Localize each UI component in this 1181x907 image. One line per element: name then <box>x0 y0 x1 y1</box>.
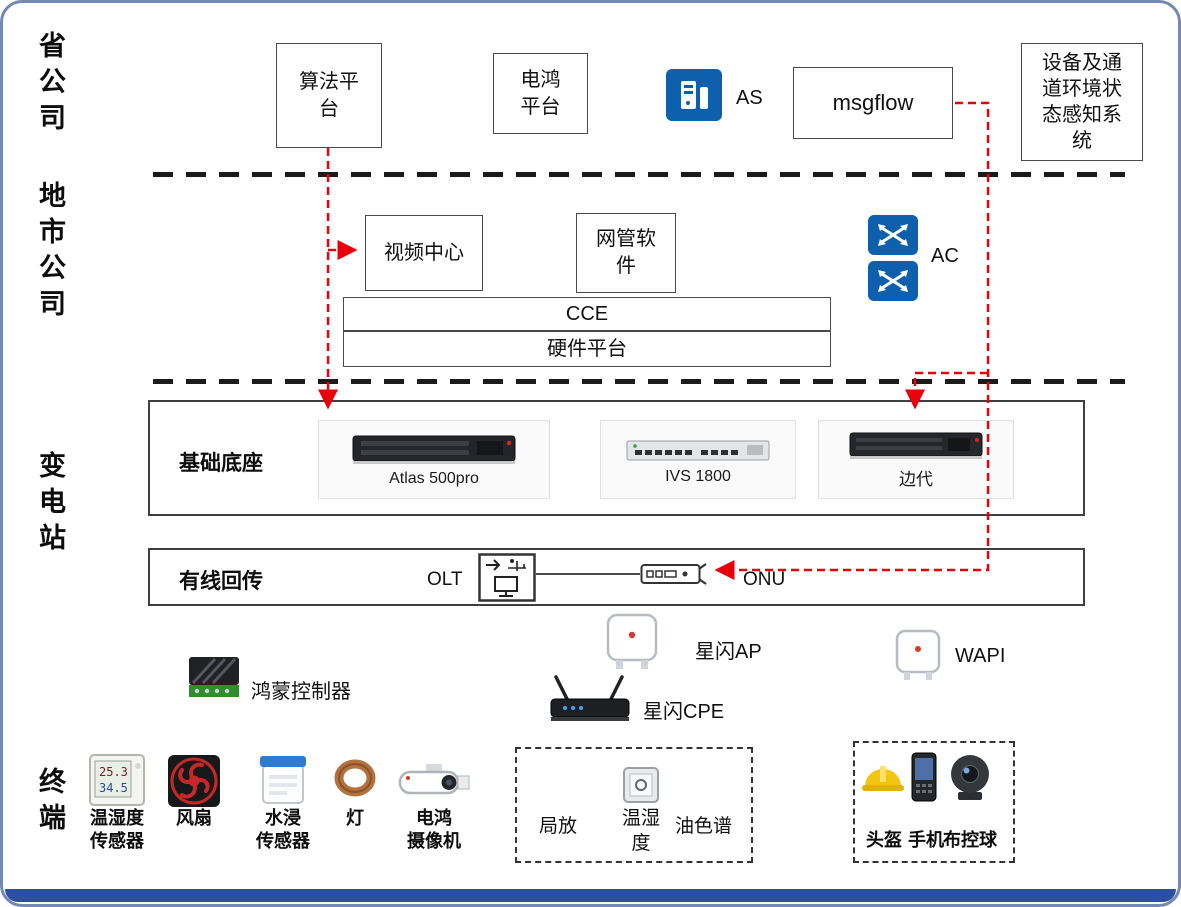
onu-label: ONU <box>743 569 786 590</box>
edge-panel: 边代 <box>818 420 1014 499</box>
bottom-accent-bar <box>5 889 1176 902</box>
edge-server-icon <box>849 432 983 459</box>
edge-caption: 边代 <box>899 470 933 489</box>
sensing-terminals-group <box>515 747 753 863</box>
separator-province-city <box>153 172 1125 177</box>
partial-discharge-label: 局放 <box>539 816 578 837</box>
hardware-platform-bar: 硬件平台 <box>343 331 831 367</box>
fan-label: 风扇 <box>176 808 212 828</box>
wapi-ap-icon <box>891 629 945 683</box>
harmony-controller-label: 鸿蒙控制器 <box>251 681 351 703</box>
humidity-readout: 34.5 <box>99 781 128 795</box>
phone-icon <box>909 751 939 803</box>
light-icon <box>333 757 377 799</box>
rail-label-substation: 变电站 <box>35 451 65 559</box>
msgflow-box: msgflow <box>793 67 953 139</box>
crossed-arrows-icon <box>878 270 908 292</box>
helmet-icon <box>859 759 907 797</box>
algorithm-platform-box: 算法平 台 <box>276 43 382 148</box>
temp-readout: 25.3 <box>99 765 128 779</box>
nms-software-box: 网管软 件 <box>576 213 676 293</box>
sensing-system-box: 设备及通 道环境状 态感知系 统 <box>1021 43 1143 161</box>
nearlink-cpe-label: 星闪CPE <box>643 701 725 723</box>
as-label: AS <box>736 87 763 109</box>
harmony-controller-icon <box>185 653 243 703</box>
ivs-panel: IVS 1800 <box>600 420 796 499</box>
dianhong-platform-box: 电鸿 平台 <box>493 53 588 134</box>
rail-label-city: 地市公司 <box>35 181 65 325</box>
ac-label: AC <box>931 245 959 267</box>
temp-humidity-sensor-icon: 25.3 34.5 <box>88 753 146 807</box>
wired-backhaul-title: 有线回传 <box>179 570 263 593</box>
temp-humidity-sensor-label: 温湿度 传感器 <box>90 808 144 852</box>
atlas-caption: Atlas 500pro <box>389 469 479 487</box>
oil-chromatography-label: 油色谱 <box>675 816 733 837</box>
helmet-label: 头盔 <box>866 830 902 850</box>
fan-icon <box>166 753 222 809</box>
temp-humidity-meter-icon <box>621 765 661 805</box>
cce-bar: CCE <box>343 297 831 331</box>
personnel-terminals-group <box>853 741 1015 863</box>
atlas-panel: Atlas 500pro <box>318 420 550 499</box>
olt-label: OLT <box>427 569 463 590</box>
base-layer-title: 基础底座 <box>179 452 263 475</box>
light-label: 灯 <box>346 808 364 828</box>
video-center-box: 视频中心 <box>365 215 483 291</box>
ivs-caption: IVS 1800 <box>665 467 731 485</box>
water-sensor-icon <box>256 751 310 807</box>
olt-icon <box>478 553 536 602</box>
nearlink-ap-label: 星闪AP <box>695 641 762 663</box>
server-tower-icon <box>681 81 708 109</box>
control-ball-icon <box>945 749 995 803</box>
camera-icon <box>396 759 472 805</box>
ac-icon-1 <box>868 215 918 255</box>
camera-label: 电鸿 摄像机 <box>407 808 461 852</box>
water-sensor-label: 水浸 传感器 <box>256 808 310 852</box>
nearlink-ap-icon <box>601 613 663 671</box>
rail-label-province: 省公司 <box>35 31 65 139</box>
crossed-arrows-icon <box>878 224 908 246</box>
wapi-label: WAPI <box>955 645 1006 667</box>
onu-icon <box>640 559 708 589</box>
separator-city-substation <box>153 379 1125 384</box>
rail-label-terminal: 终端 <box>35 767 65 839</box>
atlas-server-icon <box>352 435 516 464</box>
control-ball-label: 布控球 <box>943 830 997 850</box>
temp-humidity-meter-label: 温湿 度 <box>621 808 660 854</box>
nearlink-cpe-icon <box>546 675 634 725</box>
as-icon <box>666 69 722 121</box>
ac-icon-2 <box>868 261 918 301</box>
phone-label: 手机 <box>908 830 944 850</box>
ivs-switch-icon <box>626 440 770 460</box>
wired-backhaul-frame <box>148 548 1085 606</box>
